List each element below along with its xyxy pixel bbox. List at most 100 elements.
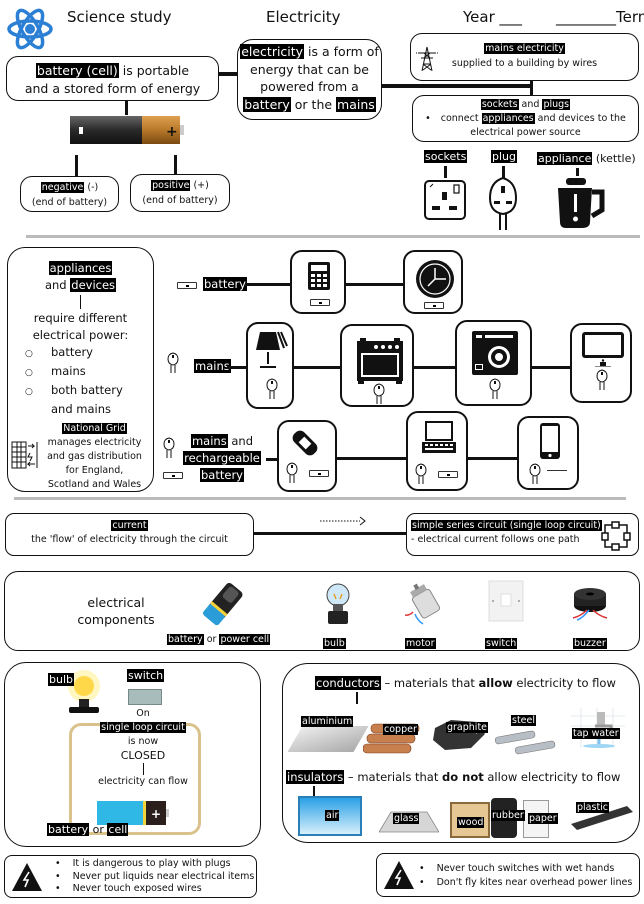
battery-image: + [97,801,169,825]
connector-line [532,366,571,369]
plug-icon [286,462,298,483]
connector-line [266,458,278,461]
and-text: and [44,278,71,292]
battery-component-label: battery or power cell [167,634,271,645]
require-text: electrical power: [32,328,129,342]
sockets-text: and devices to the [534,113,626,124]
flow-text: electricity can flow [98,776,188,787]
lamp-device [246,322,294,409]
sockets-label: sockets [424,150,468,163]
battery-cell-term: battery (cell) [35,63,119,78]
national-grid-icon [11,440,39,470]
connector-line [576,168,579,176]
section-divider [26,235,640,238]
connector-line [502,166,505,178]
mains-term: mains [336,96,376,112]
section-divider [14,497,626,500]
electricity-definition-box: electricity is a form of energy that can… [237,39,382,120]
year-field[interactable]: Year ___ [463,8,523,26]
devices-term: devices [70,278,117,292]
plug-icon [415,463,427,484]
battery-icon [424,302,444,309]
socket-icon [424,180,466,220]
electricity-text: or the [290,96,337,112]
power-cell-image [200,578,250,628]
plug-icon [529,463,541,484]
svg-text:+: + [166,124,178,140]
washing-machine-device [455,320,532,406]
battery-image: + [70,114,184,146]
mains-power-label: mains [194,359,231,373]
current-text: the 'flow' of electricity through the ci… [31,534,228,545]
copper-label: copper [383,724,418,735]
oven-device [340,324,414,407]
connector-line [356,692,358,704]
atom-icon [6,4,54,54]
battery-icon [309,470,329,477]
do-not-text: do not [442,770,484,784]
current-box: current the 'flow' of electricity throug… [5,513,254,556]
connector-line [219,72,237,76]
conductors-heading: conductors – materials that allow electr… [315,676,616,690]
positive-sub: (end of battery) [142,195,218,206]
plug-icon [373,383,385,404]
connector-line [313,786,315,796]
and-text: and [227,434,254,448]
plug-label: plug [491,150,517,163]
series-text: - electrical current follows one path [411,534,580,545]
battery-term: battery [243,96,291,112]
battery-power-label: battery [203,277,247,291]
connector-line [468,457,518,460]
conductors-text: electricity to flow [512,676,616,690]
electricity-text: powered from a [260,79,359,94]
power-cell-term: power cell [219,634,271,645]
subject-title: Science study [67,8,172,26]
tap-water-label: tap water [572,728,620,739]
rubber-label: rubber [491,810,525,821]
connector-line [444,166,447,178]
power-option: and mains [51,402,112,416]
connector-line [75,155,78,177]
insulators-term: insulators [286,770,345,784]
mains-term: mains [190,434,228,448]
connector-line [125,101,128,115]
mains-rechargeable-label: mains and rechargeable battery [183,433,261,484]
buzzer-label: buzzer [573,638,607,649]
grid-text: for England, [65,465,124,476]
motor-label: motor [405,638,436,649]
conductors-term: conductors [315,676,381,690]
single-loop-term: single loop circuit [100,722,186,733]
switch-label: switch [127,669,165,682]
plug-icon [488,176,518,230]
kettle-icon [552,174,608,230]
closed-text: CLOSED [120,749,166,762]
grid-text: Scotland and Wales [47,479,142,490]
pylon-icon [416,46,438,72]
clock-device [403,250,463,314]
battery-definition-box: battery (cell) is portable and a stored … [6,56,219,101]
connector-line [245,283,291,286]
topic-title: Electricity [266,8,341,26]
battery-text-2: and a stored form of energy [24,81,201,96]
series-circuit-term: simple series circuit (single loop circu… [411,520,602,531]
allow-text: allow [478,676,513,690]
insulators-text: allow electricity to flow [483,770,621,784]
conductors-text: – materials that [380,676,479,690]
electricity-text: energy that can be [250,61,369,77]
battery-icon [163,472,183,479]
positive-end-box: positive (+) (end of battery) [130,174,230,212]
insulators-text: – materials that [344,770,442,784]
laptop-device [406,411,468,491]
calculator-device [290,250,346,314]
aluminium-label: aluminium [301,716,354,727]
graphite-label: graphite [446,722,489,733]
negative-end-box: negative (-) (end of battery) [20,176,119,212]
negative-sign: (-) [84,182,99,193]
term-field[interactable]: ________Term [556,8,644,26]
negative-sub: (end of battery) [31,197,108,208]
safety-item: Never touch switches with wet hands [419,862,632,876]
sockets-text: connect [440,113,482,124]
steel-image [494,730,559,756]
warning-icon [11,862,43,892]
buzzer-image [571,584,609,624]
